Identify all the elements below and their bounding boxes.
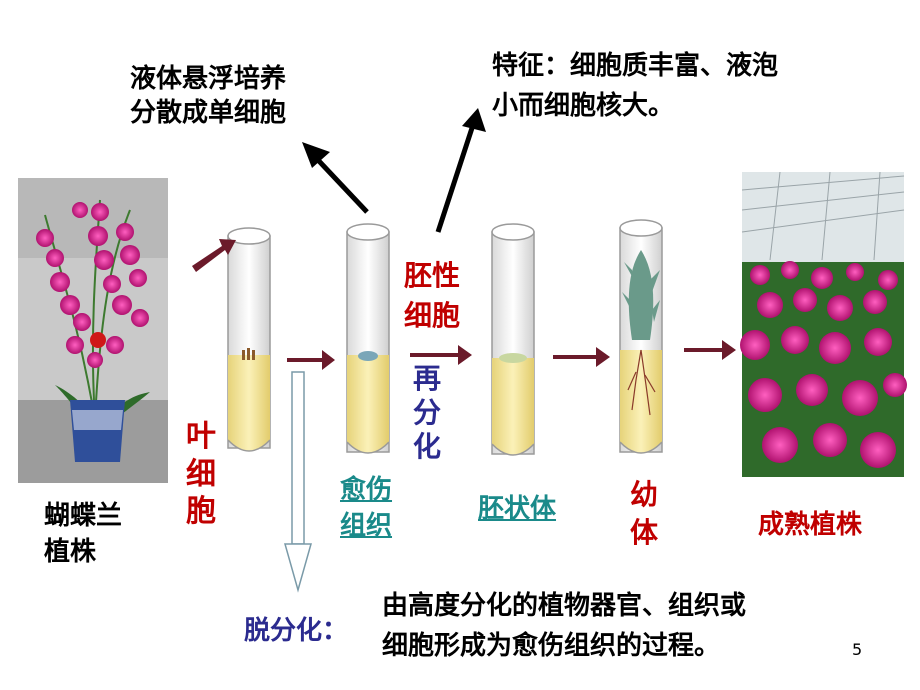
test-tube-leaf-cells: [227, 227, 271, 452]
embryonic-cell-label: 胚性 细胞: [404, 256, 460, 336]
callus-label: 愈伤 组织: [340, 472, 392, 544]
arrow-plant-to-leaf: [192, 239, 236, 272]
process-arrows: [192, 239, 736, 370]
features-note-line1: 特征：细胞质丰富、液泡: [492, 51, 779, 81]
definition-line2: 细胞形成为愈伤组织的过程。: [382, 631, 721, 661]
redifferentiation-char: 分: [413, 396, 442, 429]
suspension-culture-note: 液体悬浮培养 分散成单细胞: [130, 62, 286, 130]
redifferentiation-char: 再: [413, 362, 442, 395]
embryonic-cell-line1: 胚性: [404, 259, 461, 292]
orchid-field-photo: [740, 171, 907, 477]
leaf-cell-char: 细: [186, 456, 216, 492]
plant-label-line1: 蝴蝶兰: [44, 501, 123, 531]
arrow-seedling-to-plant: [684, 340, 736, 360]
dedifferentiation-arrow: [284, 371, 312, 593]
test-tube-seedling: [619, 219, 663, 454]
dedifferentiation-term: 脱分化：: [244, 616, 349, 646]
test-tube-embryoid: [491, 223, 535, 456]
leaf-cell-char: 胞: [186, 494, 216, 529]
pointer-arrow-suspension: [302, 142, 369, 214]
embryoid-label: 胚状体: [478, 494, 557, 524]
seedling-char: 幼: [630, 478, 659, 511]
seedling-char: 体: [630, 516, 659, 549]
arrow-embryoid-to-seedling: [553, 347, 610, 367]
arrow-callus-to-embryoid: [410, 345, 472, 365]
pointer-arrow-features: [435, 108, 486, 233]
dedifferentiation-definition: 由高度分化的植物器官、组织或 细胞形成为愈伤组织的过程。: [382, 586, 746, 666]
callus-label-line2: 组织: [340, 511, 393, 541]
suspension-note-line1: 液体悬浮培养: [130, 64, 287, 94]
orchid-plant-photo: [18, 178, 168, 483]
callus-label-line1: 愈伤: [340, 475, 393, 505]
plant-label: 蝴蝶兰 植株: [44, 498, 122, 570]
plant-label-line2: 植株: [44, 537, 97, 567]
leaf-cell-char: 叶: [186, 419, 216, 454]
mature-plant-label: 成熟植株: [758, 510, 863, 540]
test-tube-callus: [346, 223, 390, 454]
leaf-cell-label: 叶 细 胞: [186, 418, 216, 531]
seedling-label: 幼 体: [630, 476, 658, 552]
embryonic-cell-line2: 细胞: [404, 299, 461, 332]
suspension-note-line2: 分散成单细胞: [130, 98, 287, 128]
redifferentiation-label: 再 分 化: [413, 362, 441, 464]
page-number: 5: [852, 640, 863, 659]
definition-line1: 由高度分化的植物器官、组织或: [382, 591, 747, 621]
arrow-leaf-to-callus: [287, 350, 335, 370]
redifferentiation-char: 化: [413, 430, 442, 463]
features-note-line2: 小而细胞核大。: [492, 91, 675, 121]
embryonic-cell-features-note: 特征：细胞质丰富、液泡 小而细胞核大。: [492, 46, 778, 126]
